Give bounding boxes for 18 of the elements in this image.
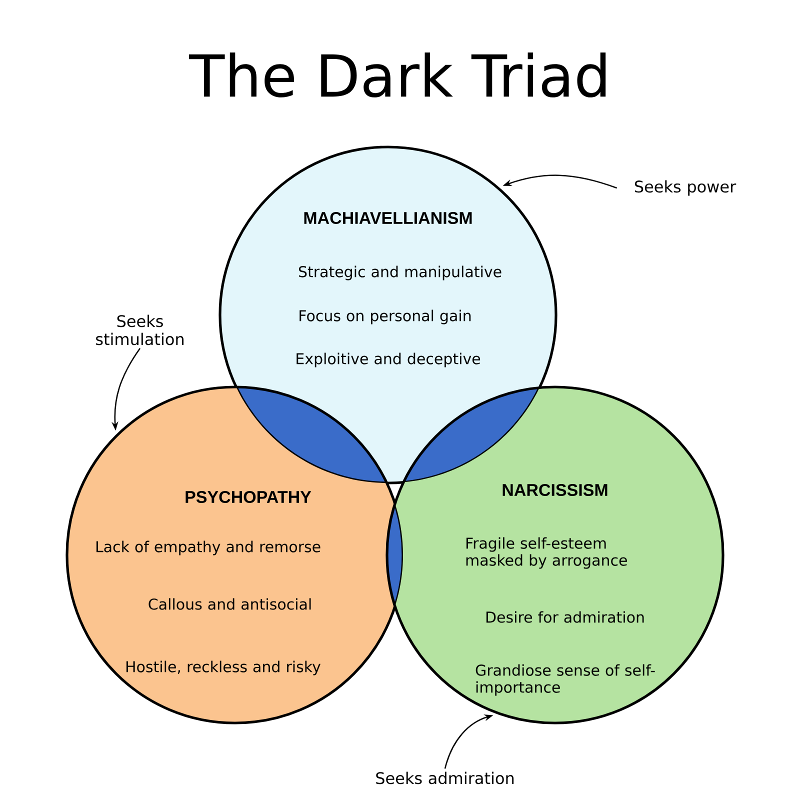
- trait-text: Desire for admiration: [486, 611, 644, 623]
- annotation-text: Seeks stimulation: [96, 314, 184, 346]
- heading: MACHIAVELLIANISM: [304, 212, 472, 224]
- trait-text: Strategic and manipulative: [298, 266, 502, 280]
- heading: NARCISSISM: [502, 484, 608, 496]
- trait-text: Hostile, reckless and risky: [126, 660, 320, 676]
- annotation-text: Seeks admiration: [376, 772, 514, 784]
- circle: [386, 386, 724, 724]
- trait-text: Focus on personal gain: [300, 310, 471, 324]
- trait-text: Lack of empathy and remorse: [96, 540, 320, 556]
- trait-text: Callous and antisocial: [148, 598, 311, 610]
- trait-text: Fragile self-esteem masked by arrogance: [466, 537, 627, 569]
- title: The Dark Triad: [189, 52, 606, 98]
- trait-text: Grandiose sense of self-importance: [476, 664, 655, 696]
- trait-text: Exploitive and deceptive: [296, 352, 480, 368]
- circle: [66, 386, 404, 724]
- annotation-text: Seeks power: [634, 180, 736, 196]
- heading: PSYCHOPATHY: [186, 490, 312, 504]
